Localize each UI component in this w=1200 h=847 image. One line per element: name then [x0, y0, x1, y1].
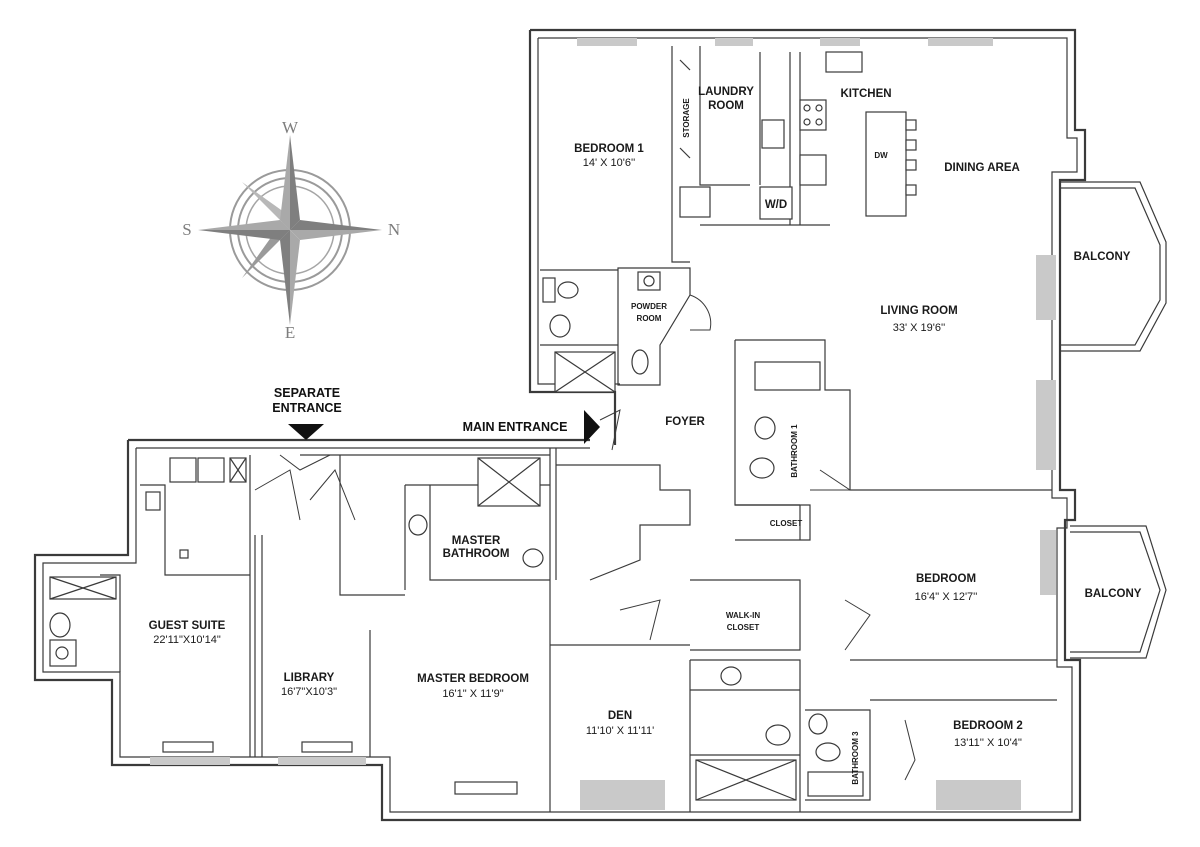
separate-entrance-label-2: ENTRANCE [272, 401, 341, 415]
down-arrow-icon [288, 424, 324, 440]
compass-w: W [282, 118, 299, 137]
toilet-icon [542, 277, 556, 303]
stove-icon [799, 99, 827, 131]
library-size: 16'7"X10'3" [281, 686, 337, 698]
doors [254, 294, 916, 781]
den-label: DEN [608, 710, 632, 722]
closet-label: CLOSET [770, 519, 803, 528]
bathroom1-label: BATHROOM 1 [790, 424, 799, 478]
master-bath-label-2: BATHROOM [443, 548, 510, 560]
kitchen-sink-icon [825, 51, 863, 73]
separate-entrance-label-1: SEPARATE [274, 386, 340, 400]
laundry-label-2: ROOM [708, 100, 744, 112]
dw-label: DW [874, 151, 888, 160]
balcony-bottom [1070, 525, 1167, 659]
balcony-top [1060, 181, 1167, 352]
room-labels: BEDROOM 1 14' X 10'6'' LAUNDRY ROOM STOR… [149, 86, 1142, 785]
bath-sink-icon [549, 314, 571, 338]
guest-size: 22'11"X10'14" [153, 634, 221, 646]
compass-e: E [285, 323, 295, 342]
kitchen-label: KITCHEN [840, 88, 891, 100]
dining-label: DINING AREA [944, 162, 1020, 174]
walkin-label-1: WALK-IN [726, 611, 760, 620]
balcony-bottom-label: BALCONY [1085, 588, 1142, 600]
walkin-label-2: CLOSET [727, 623, 760, 632]
master-bath-label-1: MASTER [452, 535, 501, 547]
main-entrance-label: MAIN ENTRANCE [463, 420, 568, 434]
main-entrance-marker: MAIN ENTRANCE [463, 410, 600, 444]
living-size: 33' X 19'6'' [893, 322, 945, 334]
powder-label-1: POWDER [631, 302, 667, 311]
compass-s: S [182, 220, 191, 239]
interior-walls [100, 46, 1057, 812]
bedroom-label: BEDROOM [916, 573, 976, 585]
bedroom2-size: 13'11'' X 10'4'' [954, 737, 1022, 749]
bedroom1-size: 14' X 10'6'' [583, 157, 635, 169]
windows [150, 38, 1056, 810]
bedroom2-label: BEDROOM 2 [953, 720, 1023, 732]
washer-dryer-icon [759, 186, 793, 220]
master-bed-size: 16'1" X 11'9" [442, 688, 503, 700]
balcony-top-label: BALCONY [1074, 251, 1131, 263]
guest-label: GUEST SUITE [149, 620, 226, 632]
laundry-sink-icon [761, 119, 785, 149]
bathroom3-label: BATHROOM 3 [851, 731, 860, 785]
living-label: LIVING ROOM [880, 305, 957, 317]
bedroom1-label: BEDROOM 1 [574, 143, 644, 155]
master-bed-label: MASTER BEDROOM [417, 673, 529, 685]
compass-rose-icon: W S N E [182, 118, 400, 342]
foyer-label: FOYER [665, 416, 705, 428]
right-arrow-icon [584, 410, 600, 444]
bedroom-size: 16'4'' X 12'7'' [915, 591, 978, 603]
den-size: 11'10' X 11'11' [586, 725, 654, 737]
laundry-label-1: LAUNDRY [698, 86, 754, 98]
storage-label: STORAGE [682, 98, 691, 138]
compass-n: N [388, 220, 400, 239]
separate-entrance-marker: SEPARATE ENTRANCE [272, 386, 342, 440]
kitchen-island [865, 111, 907, 217]
powder-label-2: ROOM [637, 314, 662, 323]
fixtures [49, 51, 917, 801]
library-label: LIBRARY [284, 672, 335, 684]
wd-label: W/D [765, 199, 787, 211]
bathtub-icon [754, 361, 821, 391]
